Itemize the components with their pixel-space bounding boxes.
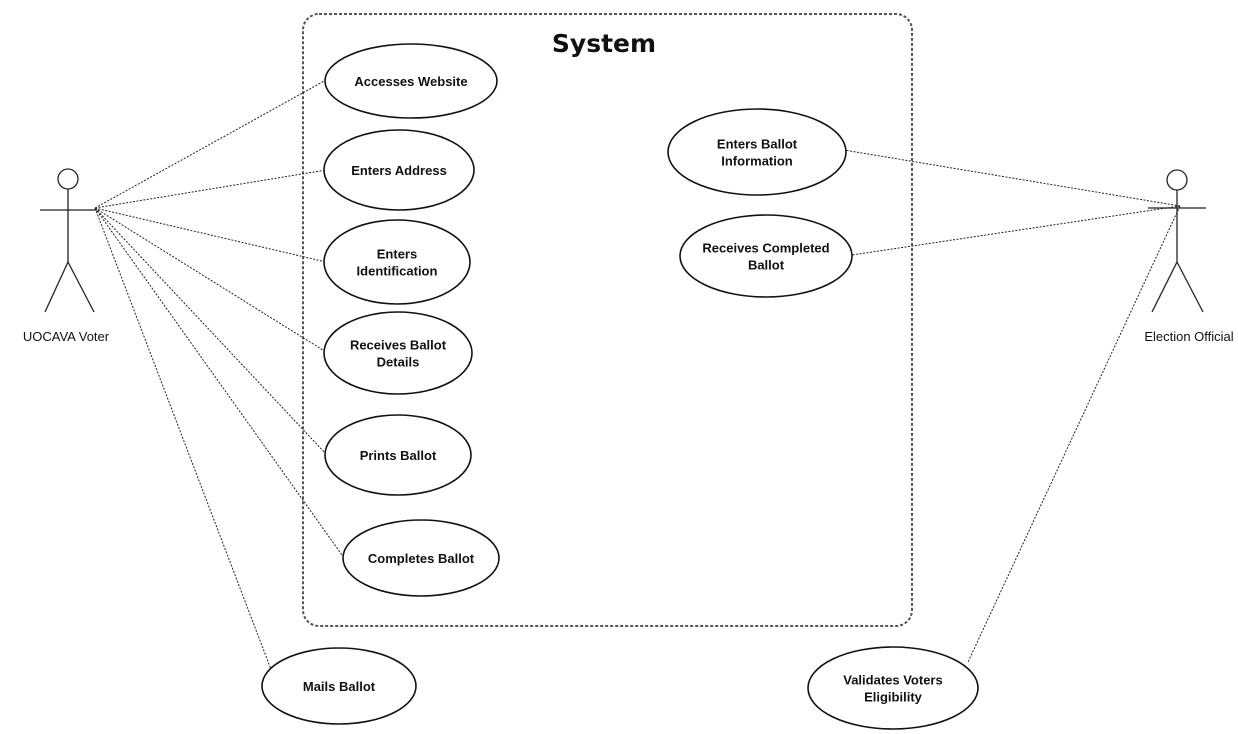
use-case-label: Enters Address <box>351 163 447 178</box>
use-case-enters-address: Enters Address <box>323 129 475 211</box>
official-head <box>1166 169 1188 191</box>
use-case-label-line: Enters Ballot <box>717 137 798 152</box>
voter-label: UOCAVA Voter <box>23 329 110 344</box>
assoc-voter-completes-ballot <box>94 207 343 556</box>
use-case-completes-ballot: Completes Ballot <box>342 519 500 597</box>
use-case-label-line: Enters Address <box>351 163 447 178</box>
voter-head <box>57 168 79 190</box>
use-case-label: Prints Ballot <box>360 448 437 463</box>
use-case-label: Mails Ballot <box>303 679 376 694</box>
actor-official: Election Official <box>1144 169 1234 344</box>
use-case-label-line: Validates Voters <box>843 673 942 688</box>
use-case-ellipse <box>261 647 417 725</box>
voter-associations <box>94 79 343 673</box>
use-case-label-line: Completes Ballot <box>368 551 475 566</box>
use-case-accesses-website: Accesses Website <box>324 43 498 119</box>
use-case-ellipse <box>807 646 979 730</box>
assoc-voter-prints-ballot <box>94 207 327 455</box>
assoc-voter-enters-address <box>94 169 327 209</box>
official-leg-left <box>1151 261 1178 313</box>
official-label: Election Official <box>1144 329 1233 344</box>
use-case-label-line: Enters <box>377 247 417 262</box>
use-case-prints-ballot: Prints Ballot <box>324 414 472 496</box>
use-case-ellipse <box>323 219 471 305</box>
voter-leg-right <box>67 261 95 313</box>
use-case-label-line: Receives Ballot <box>350 338 447 353</box>
use-case-label-line: Prints Ballot <box>360 448 437 463</box>
use-case-label-line: Accesses Website <box>354 74 467 89</box>
use-case-ellipse <box>342 519 500 597</box>
assoc-voter-mails-ballot <box>94 207 273 673</box>
use-case-ellipse <box>323 311 473 395</box>
assoc-voter-enters-identification <box>94 207 327 263</box>
official-leg-right <box>1176 261 1204 313</box>
use-case-label: Accesses Website <box>354 74 467 89</box>
use-case-ellipse <box>667 108 847 196</box>
use-case-label-line: Receives Completed <box>702 241 829 256</box>
use-case-label-line: Ballot <box>748 258 785 273</box>
official-associations <box>843 149 1181 663</box>
use-case-ellipse <box>679 214 853 298</box>
actor-voter: UOCAVA Voter <box>23 168 110 344</box>
voter-leg-left <box>44 261 69 313</box>
use-case-ellipse <box>324 43 498 119</box>
use-case-label: Completes Ballot <box>368 551 475 566</box>
system-title: System <box>552 29 656 58</box>
use-case-ellipse <box>323 129 475 211</box>
assoc-official-enters-ballot-information <box>843 149 1181 207</box>
use-case-label-line: Mails Ballot <box>303 679 376 694</box>
use-case-label-line: Information <box>721 154 793 169</box>
use-case-label-line: Identification <box>357 264 438 279</box>
use-case-label-line: Details <box>377 355 420 370</box>
use-case-ellipse <box>324 414 472 496</box>
assoc-official-receives-completed-ballot <box>851 205 1181 256</box>
use-case-mails-ballot: Mails Ballot <box>261 647 417 725</box>
use-case-label-line: Eligibility <box>864 690 923 705</box>
assoc-official-validates-eligibility <box>967 205 1181 663</box>
